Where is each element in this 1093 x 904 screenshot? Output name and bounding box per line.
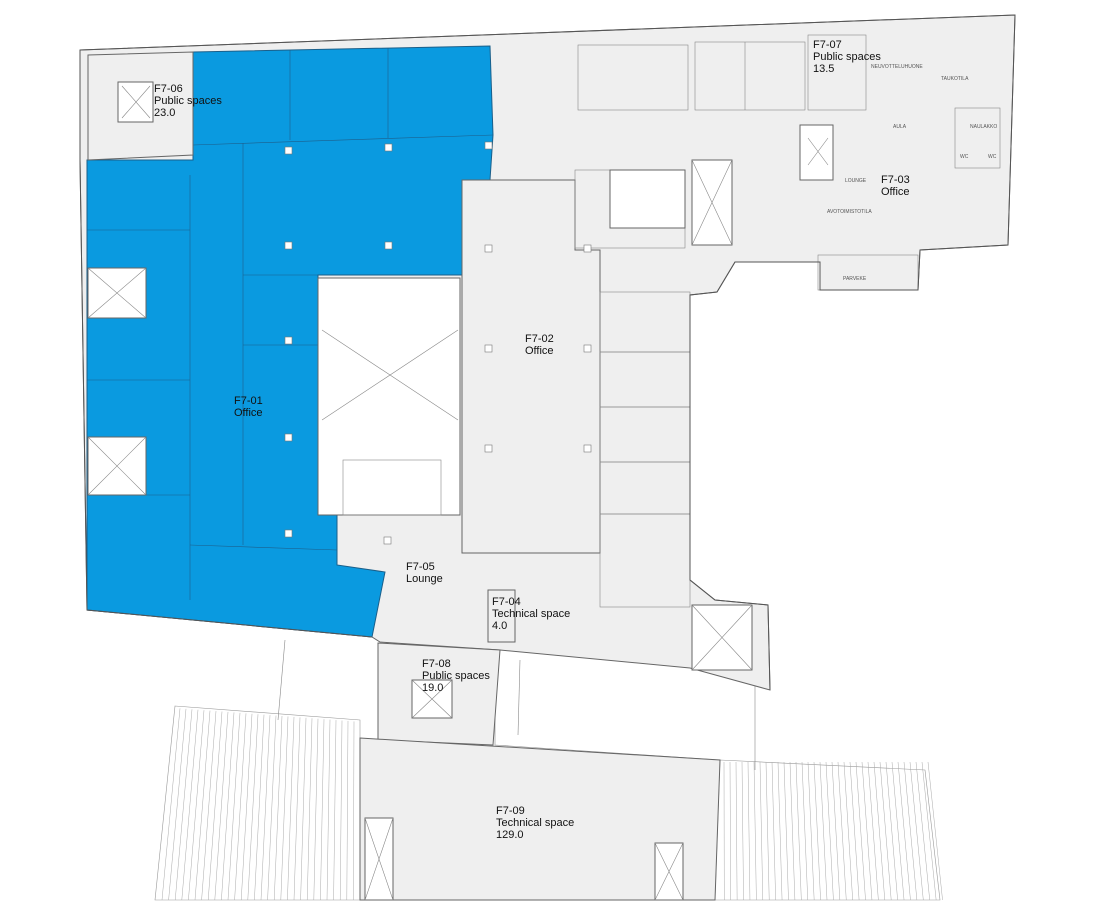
- column: [284, 433, 293, 442]
- column: [284, 241, 293, 250]
- column: [484, 344, 493, 353]
- sublabel-lounge: LOUNGE: [845, 178, 867, 184]
- sublabel-cloakroom: NAULAKKO: [970, 124, 997, 130]
- sublabel-balcony: PARVEKE: [843, 276, 867, 282]
- shaft-3: [609, 169, 686, 229]
- sublabel-break: TAUKOTILA: [941, 76, 969, 82]
- room-area: 23.0: [154, 107, 175, 119]
- room-type: Public spaces: [154, 95, 222, 107]
- room-type: Public spaces: [813, 51, 881, 63]
- label-F7-04: F7-04 Technical space 4.0: [492, 596, 570, 632]
- column: [484, 444, 493, 453]
- atrium-void: [317, 277, 461, 516]
- room-type: Office: [234, 407, 263, 419]
- sublabel-wc: WC: [960, 154, 969, 160]
- column: [484, 141, 493, 150]
- room-id: F7-05: [406, 561, 435, 573]
- room-id: F7-03: [881, 174, 910, 186]
- label-F7-09: F7-09 Technical space 129.0: [496, 805, 574, 841]
- column: [284, 336, 293, 345]
- room-type: Lounge: [406, 573, 443, 585]
- room-type: Technical space: [496, 817, 574, 829]
- column: [384, 143, 393, 152]
- column: [583, 244, 592, 253]
- room-type: Public spaces: [422, 670, 490, 682]
- elevator-F7-03: [799, 124, 834, 181]
- room-area: 4.0: [492, 620, 507, 632]
- room-id: F7-06: [154, 83, 183, 95]
- room-id: F7-02: [525, 333, 554, 345]
- sublabel-meeting: NEUVOTTELUHUONE: [871, 64, 923, 70]
- label-F7-08: F7-08 Public spaces 19.0: [422, 658, 490, 694]
- sublabel-lobby: AULA: [893, 124, 907, 130]
- label-F7-02: F7-02 Office: [525, 333, 554, 357]
- columns: [284, 141, 592, 545]
- column: [284, 529, 293, 538]
- sublabel-wc: WC: [988, 154, 997, 160]
- room-type: Office: [881, 186, 910, 198]
- column: [383, 536, 392, 545]
- roof-hatch-right: [714, 759, 943, 901]
- label-F7-07: F7-07 Public spaces 13.5: [813, 39, 881, 75]
- room-id: F7-08: [422, 658, 451, 670]
- column: [484, 244, 493, 253]
- elevator-F7-06: [117, 81, 154, 123]
- room-area: 129.0: [496, 829, 524, 841]
- room-id: F7-04: [492, 596, 521, 608]
- room-F7-04[interactable]: [487, 589, 516, 643]
- room-area: 19.0: [422, 682, 443, 694]
- room-area: 13.5: [813, 63, 834, 75]
- label-F7-03: F7-03 Office: [881, 174, 910, 198]
- outer-wall: [79, 14, 1016, 691]
- label-F7-01: F7-01 Office: [234, 395, 263, 419]
- top-rooms: [577, 34, 867, 111]
- room-id: F7-07: [813, 39, 842, 51]
- room-type: Technical space: [492, 608, 570, 620]
- roof-hatch-left: [154, 705, 361, 901]
- room-id: F7-09: [496, 805, 525, 817]
- label-F7-05: F7-05 Lounge: [406, 561, 443, 585]
- column: [583, 344, 592, 353]
- sublabel-open-office: AVOTOIMISTOTILA: [827, 209, 872, 215]
- column: [284, 146, 293, 155]
- room-id: F7-01: [234, 395, 263, 407]
- column: [583, 444, 592, 453]
- room-type: Office: [525, 345, 554, 357]
- room-F7-09[interactable]: [359, 737, 721, 901]
- F7-01-partitions: [87, 48, 494, 600]
- label-F7-06: F7-06 Public spaces 23.0: [154, 83, 222, 119]
- column: [384, 241, 393, 250]
